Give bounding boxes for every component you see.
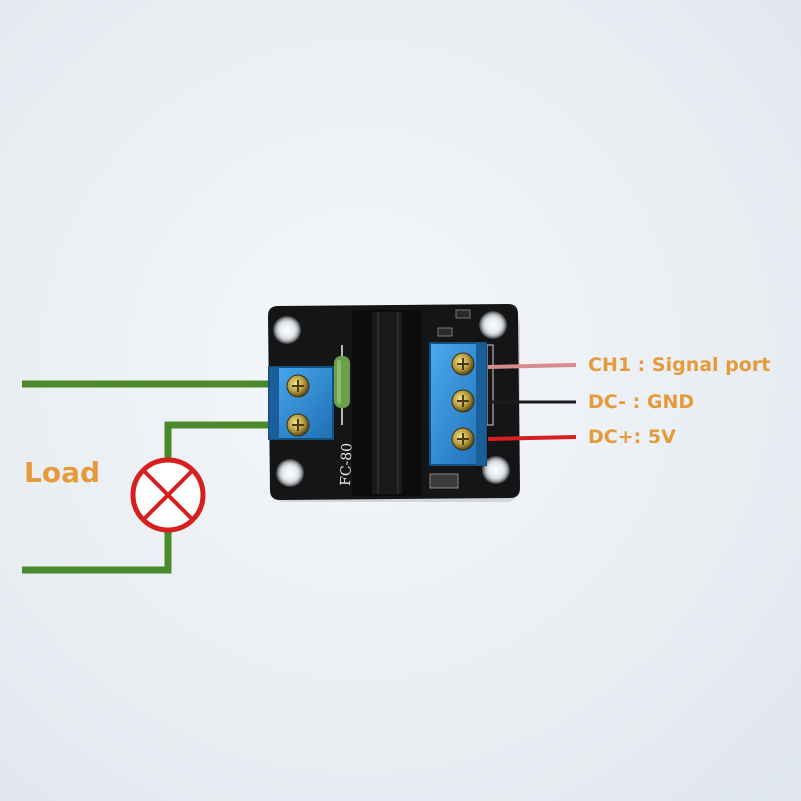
pin-label-vcc: DC+: 5V bbox=[588, 426, 676, 448]
load-label: Load bbox=[24, 456, 101, 489]
mount-hole-bottom-right bbox=[482, 456, 510, 484]
mount-hole-bottom-left bbox=[276, 459, 304, 487]
control-terminal-block bbox=[429, 342, 487, 466]
pin-label-signal: CH1 : Signal port bbox=[588, 354, 771, 376]
load-wire-bottom bbox=[22, 528, 172, 574]
mount-hole-top-right bbox=[479, 311, 507, 339]
smd-component bbox=[437, 327, 453, 337]
smd-component bbox=[455, 309, 471, 319]
lamp-icon bbox=[130, 457, 206, 533]
pin-label-gnd: DC- : GND bbox=[588, 391, 695, 413]
fuse bbox=[334, 345, 350, 425]
load-wires bbox=[22, 380, 280, 574]
mount-hole-top-left bbox=[273, 316, 301, 344]
relay-board: FC-80 bbox=[268, 304, 520, 500]
smd-component bbox=[429, 473, 459, 489]
load-terminal-block bbox=[268, 366, 334, 440]
solid-state-relay bbox=[352, 310, 422, 496]
signal-wire bbox=[487, 363, 577, 369]
board-model-silkscreen: FC-80 bbox=[338, 443, 355, 487]
load-wire-middle bbox=[164, 421, 280, 462]
vcc-wire bbox=[487, 435, 577, 441]
control-wires bbox=[487, 363, 577, 441]
